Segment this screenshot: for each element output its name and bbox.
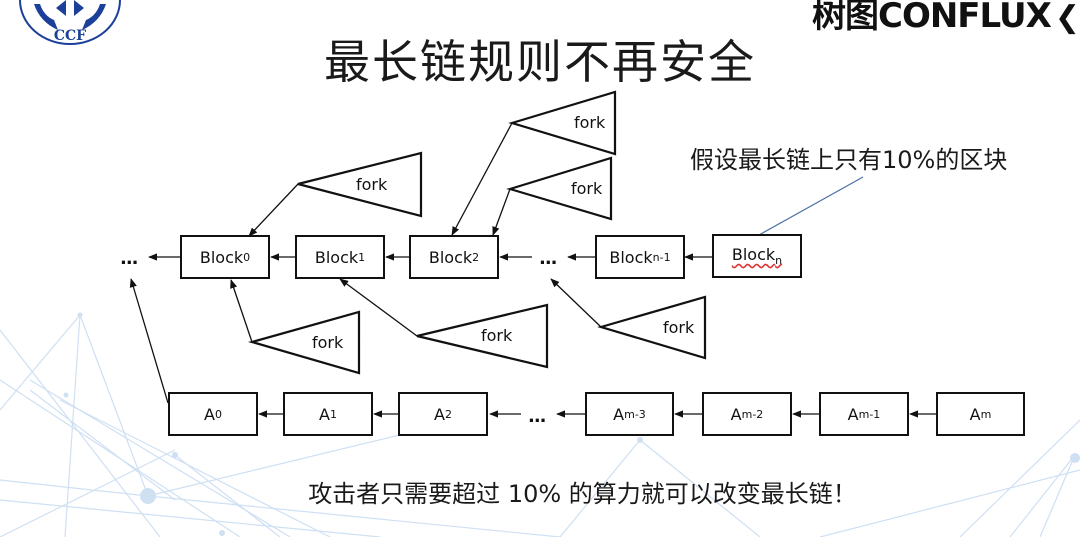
fork-label: fork <box>663 318 695 337</box>
block-label: A <box>319 404 330 424</box>
fork-label: fork <box>356 175 388 194</box>
fork-label: fork <box>574 113 606 132</box>
fork-triangle <box>508 90 617 156</box>
conflux-logo: 树图CONFLUX❮ <box>812 0 1080 36</box>
conflux-logo-icon: ❮ <box>1054 0 1080 35</box>
ccf-logo-icon: CCF <box>19 0 121 45</box>
attack-chain-ellipsis: ... <box>528 406 546 427</box>
block-label: Block <box>609 247 653 267</box>
block-label: A <box>204 404 215 424</box>
fork-triangle <box>506 156 613 221</box>
block-label: Block <box>314 247 359 267</box>
block-label: A <box>613 404 625 424</box>
block-label: Block <box>428 247 473 267</box>
fork-link <box>492 188 511 236</box>
block-label: A <box>434 404 445 424</box>
main-chain-middle-ellipsis: ... <box>539 248 557 269</box>
fork-link <box>550 278 602 328</box>
fork-label: fork <box>571 179 603 198</box>
fork-triangle <box>597 295 707 360</box>
fork-label: fork <box>481 326 513 345</box>
assumption-note: 假设最长链上只有10%的区块 <box>690 146 1008 174</box>
block-label: A <box>969 404 981 424</box>
block-label: A <box>847 404 859 424</box>
main-block-tip: Blockn <box>712 234 802 278</box>
fork-link <box>339 278 418 337</box>
block-label: A <box>730 404 742 424</box>
block-label: Block <box>731 245 776 264</box>
fork-link <box>230 279 253 343</box>
fork-label: fork <box>312 333 344 352</box>
fork-triangle <box>247 310 361 375</box>
note-leader-line <box>758 176 864 236</box>
slide-title: 最长链规则不再安全 <box>324 35 756 89</box>
conclusion-caption: 攻击者只需要超过 10% 的算力就可以改变最长链！ <box>308 480 857 508</box>
ccf-logo-text: CCF <box>54 28 86 44</box>
main-chain-leading-ellipsis: ... <box>120 248 138 269</box>
conflux-logo-text: 树图CONFLUX <box>812 0 1052 36</box>
fork-link <box>451 122 513 236</box>
attack-root-arrow <box>129 278 169 404</box>
fork-triangle <box>416 303 549 369</box>
fork-link <box>248 183 299 237</box>
block-label: Block <box>199 247 244 267</box>
fork-triangle <box>297 151 423 218</box>
